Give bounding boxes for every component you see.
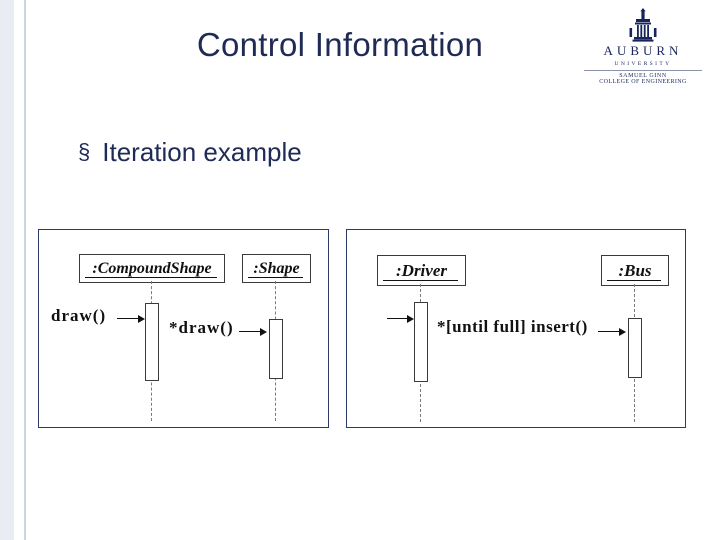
left-accent-rule <box>24 0 26 540</box>
bullet-item: § Iteration example <box>78 136 302 168</box>
sequence-diagram-right: :Driver :Bus *[until full] insert() <box>347 230 685 427</box>
logo-university-label: UNIVERSITY <box>614 61 672 67</box>
sequence-diagram-panel-right: :Driver :Bus *[until full] insert() <box>346 229 686 428</box>
message-arrow-line-draw <box>117 318 139 319</box>
bullet-marker-icon: § <box>78 139 91 164</box>
message-label-draw: draw() <box>51 306 107 325</box>
auburn-crest-icon <box>623 8 663 42</box>
message-arrow-line-driver-entry <box>387 318 408 319</box>
object-box-shape: :Shape <box>242 254 311 283</box>
object-underline-shape <box>248 277 303 278</box>
activation-shape <box>269 319 283 379</box>
logo-college-label: COLLEGE OF ENGINEERING <box>599 79 687 85</box>
auburn-logo: AUBURN UNIVERSITY SAMUEL GINN COLLEGE OF… <box>580 8 706 85</box>
logo-divider <box>584 70 702 71</box>
message-arrowhead-driver-entry <box>407 315 414 323</box>
message-arrowhead-draw <box>138 315 145 323</box>
object-underline-driver <box>383 280 458 281</box>
sequence-diagram-left: :CompoundShape :Shape draw() *draw() <box>39 230 328 427</box>
object-underline-bus <box>607 280 661 281</box>
page-title: Control Information <box>196 26 484 63</box>
object-box-compound-shape: :CompoundShape <box>79 254 225 283</box>
activation-driver <box>414 302 428 382</box>
message-label-star-draw: *draw() <box>169 318 234 337</box>
message-arrowhead-insert <box>619 328 626 336</box>
bullet-label: Iteration example <box>102 137 302 167</box>
logo-samuel-ginn-label: SAMUEL GINN <box>619 73 667 79</box>
message-arrowhead-star-draw <box>260 328 267 336</box>
sequence-diagram-panel-left: :CompoundShape :Shape draw() *draw() <box>38 229 329 428</box>
message-arrow-line-insert <box>598 331 620 332</box>
left-accent-bar <box>0 0 14 540</box>
message-arrow-line-star-draw <box>239 331 261 332</box>
activation-compound-shape <box>145 303 159 381</box>
logo-wordmark: AUBURN <box>603 43 683 58</box>
activation-bus <box>628 318 642 378</box>
object-box-bus: :Bus <box>601 255 669 286</box>
message-label-until-full-insert: *[until full] insert() <box>437 317 588 336</box>
object-box-driver: :Driver <box>377 255 466 286</box>
left-accent-gap <box>14 0 24 540</box>
object-underline-compound-shape <box>85 277 217 278</box>
